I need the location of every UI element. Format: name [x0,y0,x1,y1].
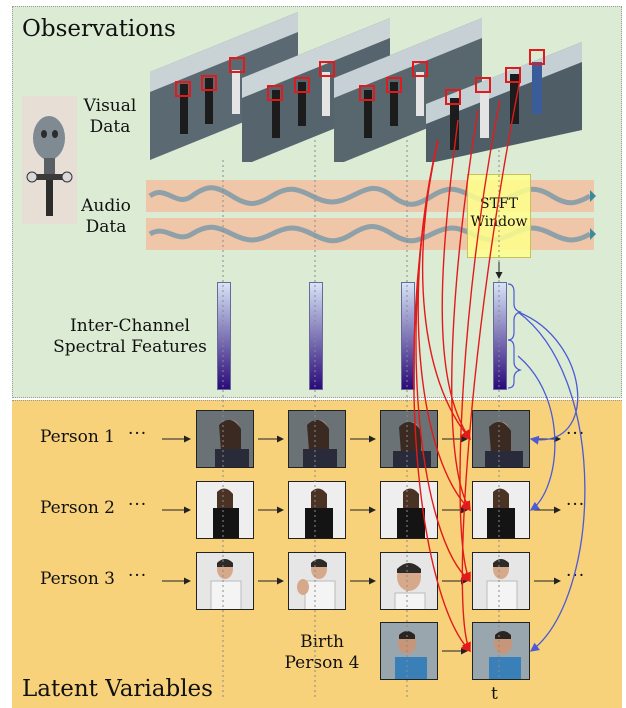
person-4-frame [472,622,530,680]
person-3-frame [380,552,438,610]
person-1-frame [472,410,530,468]
person-1-frame [380,410,438,468]
person-1-frame [288,410,346,468]
person-1-dots: ··· [128,424,148,444]
person-4-frame [380,622,438,680]
audio-data-label: Audio Data [81,196,131,237]
time-label: t [491,684,498,704]
person-2-label: Person 2 [40,498,115,518]
feature-bar [493,282,507,390]
person-3-frame [472,552,530,610]
person-3-frame [196,552,254,610]
observations-title: Observations [22,16,176,42]
person-2-frame [196,481,254,539]
audio-feature-arrows [517,311,586,652]
feature-bar [217,282,231,390]
birth-person-4-label: Birth Person 4 [284,632,360,673]
feature-bar [309,282,323,390]
person-2-frame [380,481,438,539]
person-2-dots: ··· [128,495,148,515]
latent-variables-title: Latent Variables [22,676,213,702]
person-3-end-dots: ··· [566,566,586,586]
person-3-label: Person 3 [40,569,115,589]
person-2-frame [472,481,530,539]
video-frame-1 [150,12,298,160]
feature-braces [507,283,522,389]
person-1-frame [196,410,254,468]
visual-data-frames [150,12,610,166]
person-2-frame [288,481,346,539]
video-frame-3 [334,18,482,166]
time-guides [222,140,500,700]
visual-data-label: Visual Data [83,96,137,137]
video-frame-4 [426,42,582,164]
spectral-features-label: Inter-Channel Spectral Features [53,316,207,357]
visual-observation-arrows [413,79,521,653]
person-3-frame [288,552,346,610]
person-3-dots: ··· [128,566,148,586]
robot-head-image [22,96,77,224]
person-1-label: Person 1 [40,427,115,447]
video-frame-2 [242,18,390,166]
temporal-arrows [162,262,561,655]
person-2-end-dots: ··· [566,495,586,515]
